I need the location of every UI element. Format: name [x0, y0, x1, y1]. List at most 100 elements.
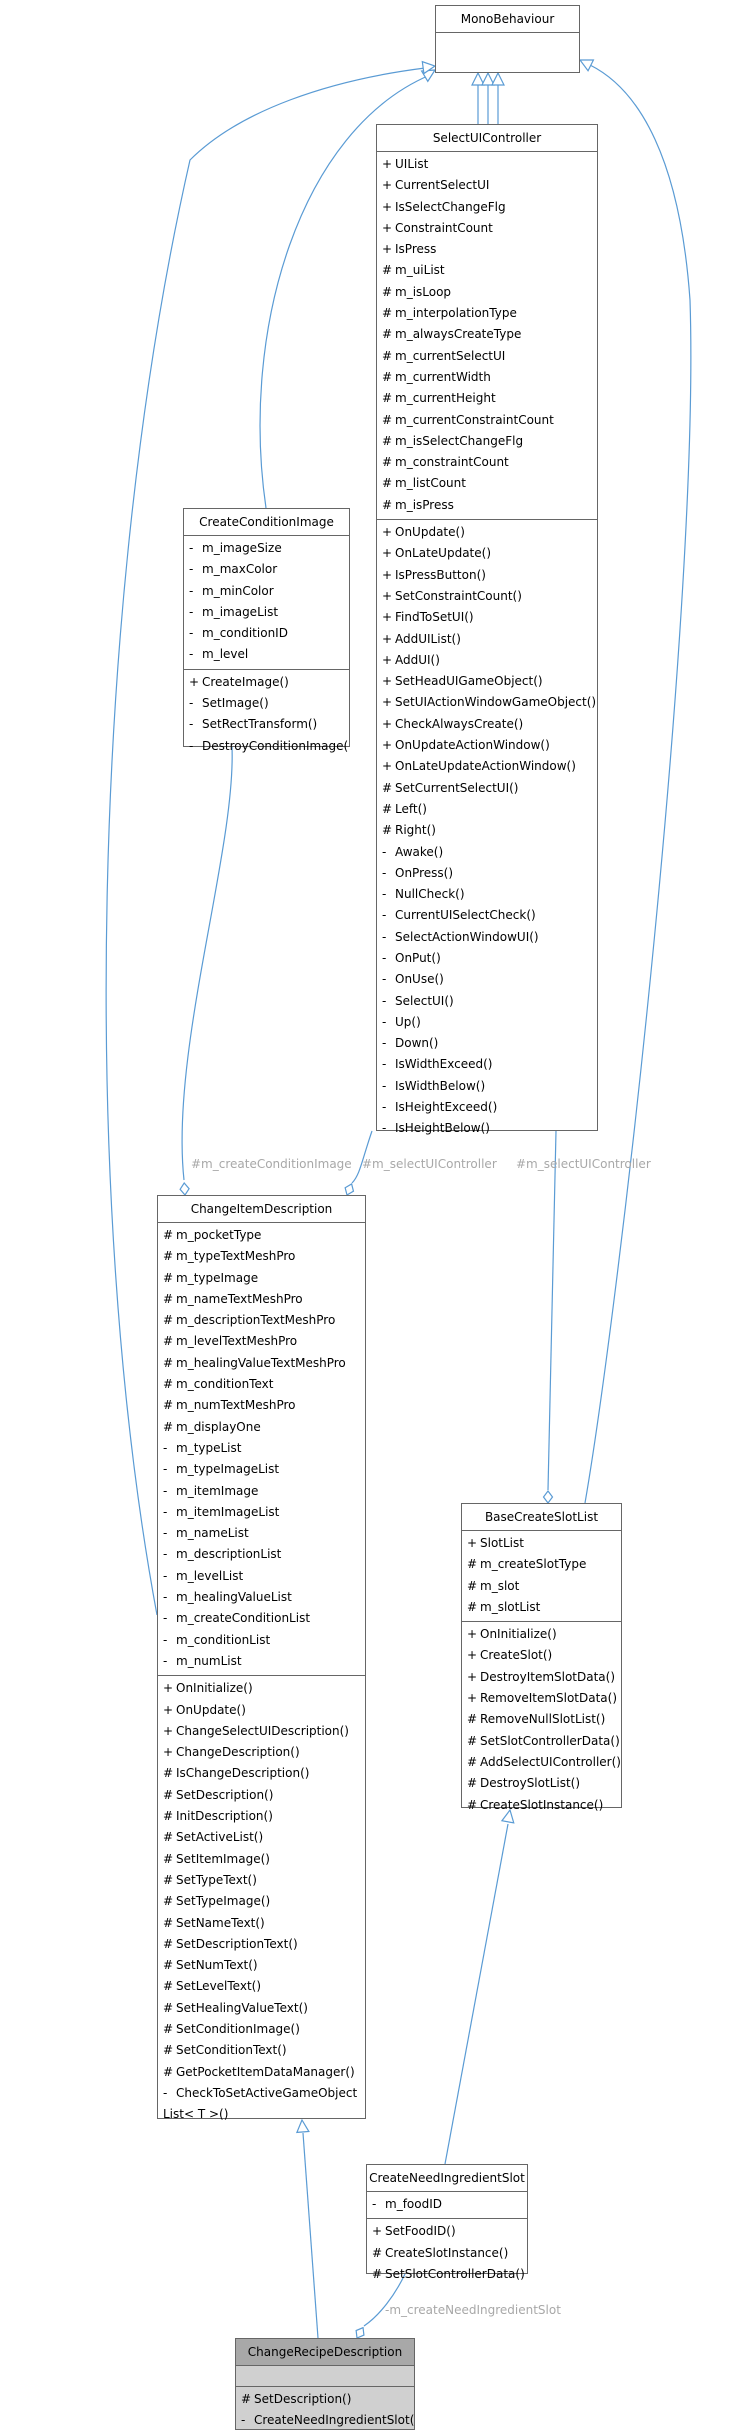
- member-row: #DestroySlotList(): [467, 1776, 581, 1791]
- member-row: -m_itemImageList: [163, 1504, 280, 1519]
- member-row: +ConstraintCount: [382, 220, 493, 235]
- attributes-section: [236, 2366, 414, 2387]
- class-title: BaseCreateSlotList: [462, 1504, 621, 1531]
- member-row: +IsSelectChangeFlg: [382, 199, 506, 214]
- class-select[interactable]: SelectUIController+UIList+CurrentSelectU…: [376, 124, 598, 1135]
- member-row: #m_descriptionTextMeshPro: [163, 1313, 336, 1328]
- member-row: -m_levelList: [163, 1568, 244, 1583]
- member-row: #m_slot: [467, 1578, 520, 1593]
- member-row: #m_currentConstraintCount: [382, 412, 554, 427]
- inheritance-arrowhead: [295, 2118, 310, 2134]
- member-row: #Left(): [382, 801, 427, 816]
- member-row: -m_imageList: [189, 604, 279, 619]
- aggregation-line: [363, 2273, 406, 2327]
- class-cond[interactable]: CreateConditionImage-m_imageSize-m_maxCo…: [183, 508, 350, 753]
- member-row: #m_numTextMeshPro: [163, 1398, 296, 1413]
- member-row: -CheckToSetActiveGameObject: [163, 2085, 358, 2100]
- member-row: +RemoveItemSlotData(): [467, 1691, 618, 1706]
- member-row: +FindToSetUI(): [382, 610, 474, 625]
- member-row: -Awake(): [382, 844, 444, 859]
- member-row: -CreateNeedIngredientSlot(): [241, 2413, 414, 2428]
- aggregation-diamond: [179, 1182, 190, 1196]
- member-row: #m_listCount: [382, 476, 466, 491]
- class-crd[interactable]: ChangeRecipeDescription#SetDescription()…: [235, 2338, 415, 2430]
- member-row: #m_pocketType: [163, 1228, 262, 1242]
- member-row: #SetDescriptionText(): [163, 1936, 298, 1951]
- class-cid[interactable]: ChangeItemDescription#m_pocketType#m_typ…: [157, 1195, 366, 2121]
- class-title: ChangeItemDescription: [158, 1196, 365, 1223]
- inheritance-line: [444, 1823, 509, 2165]
- inheritance-line: [584, 64, 692, 1504]
- edge-label: #m_selectUIController: [516, 1157, 651, 1171]
- member-row: #CreateSlotInstance(): [372, 2245, 509, 2260]
- member-row: #GetPocketItemDataManager(): [163, 2064, 355, 2079]
- member-row: #m_isSelectChangeFlg: [382, 433, 524, 448]
- member-row: #SetNameText(): [163, 1915, 265, 1930]
- member-row: #m_conditionText: [163, 1377, 274, 1392]
- member-row: List< T >(): [163, 2107, 229, 2122]
- edge-label: -m_createNeedIngredientSlot: [385, 2303, 561, 2317]
- inheritance-arrowhead: [471, 71, 485, 86]
- member-row: -IsWidthExceed(): [382, 1057, 493, 1072]
- attributes-section: #m_pocketType#m_typeTextMeshPro#m_typeIm…: [158, 1223, 365, 1677]
- member-row: #InitDescription(): [163, 1809, 273, 1824]
- member-row: #IsChangeDescription(): [163, 1766, 310, 1781]
- aggregation-line: [547, 1130, 557, 1491]
- member-row: -OnPress(): [382, 865, 453, 880]
- member-row: #m_currentSelectUI: [382, 348, 506, 363]
- member-row: +SetFoodID(): [372, 2224, 456, 2239]
- attributes-section: [436, 33, 579, 53]
- class-mono[interactable]: MonoBehaviour: [435, 5, 580, 73]
- inheritance-arrowhead: [481, 71, 495, 86]
- member-row: #m_currentWidth: [382, 369, 491, 384]
- member-row: +AddUI(): [382, 652, 440, 667]
- member-row: #SetHealingValueText(): [163, 2000, 308, 2015]
- member-row: -Down(): [382, 1036, 439, 1051]
- attributes-section: +SlotList#m_createSlotType#m_slot#m_slot…: [462, 1531, 621, 1623]
- inheritance-arrowhead: [421, 60, 437, 75]
- member-row: -m_imageSize: [189, 541, 282, 555]
- member-row: #SetSlotControllerData(): [372, 2266, 525, 2281]
- inheritance-arrowhead: [491, 71, 505, 86]
- member-row: +IsPressButton(): [382, 567, 486, 582]
- member-row: #m_isPress: [382, 497, 454, 512]
- member-row: #SetItemImage(): [163, 1851, 270, 1866]
- member-row: #SetActiveList(): [163, 1830, 264, 1845]
- member-row: +CheckAlwaysCreate(): [382, 716, 524, 731]
- operations-section: +OnInitialize()+CreateSlot()+DestroyItem…: [462, 1622, 621, 1819]
- class-bcsl[interactable]: BaseCreateSlotList+SlotList#m_createSlot…: [461, 1503, 622, 1812]
- member-row: #m_interpolationType: [382, 306, 517, 321]
- member-row: #m_uiList: [382, 263, 445, 278]
- inheritance-arrowhead: [500, 1808, 515, 1824]
- attributes-section: -m_imageSize-m_maxColor-m_minColor-m_ima…: [184, 536, 349, 670]
- operations-section: +SetFoodID() #CreateSlotInstance() #SetSlo…: [367, 2219, 527, 2288]
- member-row: +IsPress: [382, 242, 437, 257]
- member-row: +OnLateUpdate(): [382, 546, 491, 561]
- class-cnis[interactable]: CreateNeedIngredientSlot-m_foodID+SetFoo…: [366, 2164, 528, 2281]
- operations-section: +CreateImage()-SetImage()-SetRectTransfo…: [184, 670, 349, 760]
- inheritance-line: [259, 74, 431, 509]
- member-row: -m_level: [189, 647, 249, 662]
- member-row: -m_nameList: [163, 1526, 249, 1541]
- member-row: +OnUpdate(): [382, 525, 465, 540]
- member-row: -m_numList: [163, 1653, 242, 1668]
- member-row: #SetConditionImage(): [163, 2021, 300, 2036]
- member-row: #m_currentHeight: [382, 391, 496, 406]
- member-row: -m_minColor: [189, 583, 274, 598]
- member-row: -SetRectTransform(): [189, 717, 318, 732]
- edge-label: #m_selectUIController: [362, 1157, 497, 1171]
- member-row: #Right(): [382, 823, 436, 838]
- member-row: #SetTypeText(): [163, 1872, 257, 1887]
- member-row: +OnLateUpdateActionWindow(): [382, 759, 576, 774]
- member-row: +SetConstraintCount(): [382, 588, 522, 603]
- member-row: #m_slotList: [467, 1599, 541, 1614]
- aggregation-line: [351, 1130, 373, 1184]
- member-row: +ChangeDescription(): [163, 1745, 300, 1760]
- member-row: +OnInitialize(): [163, 1681, 253, 1696]
- member-row: +OnUpdateActionWindow(): [382, 738, 550, 753]
- member-row: #SetLevelText(): [163, 1979, 262, 1994]
- aggregation-diamond: [355, 2326, 365, 2339]
- member-row: #m_nameTextMeshPro: [163, 1291, 303, 1306]
- member-row: -m_foodID: [372, 2197, 442, 2211]
